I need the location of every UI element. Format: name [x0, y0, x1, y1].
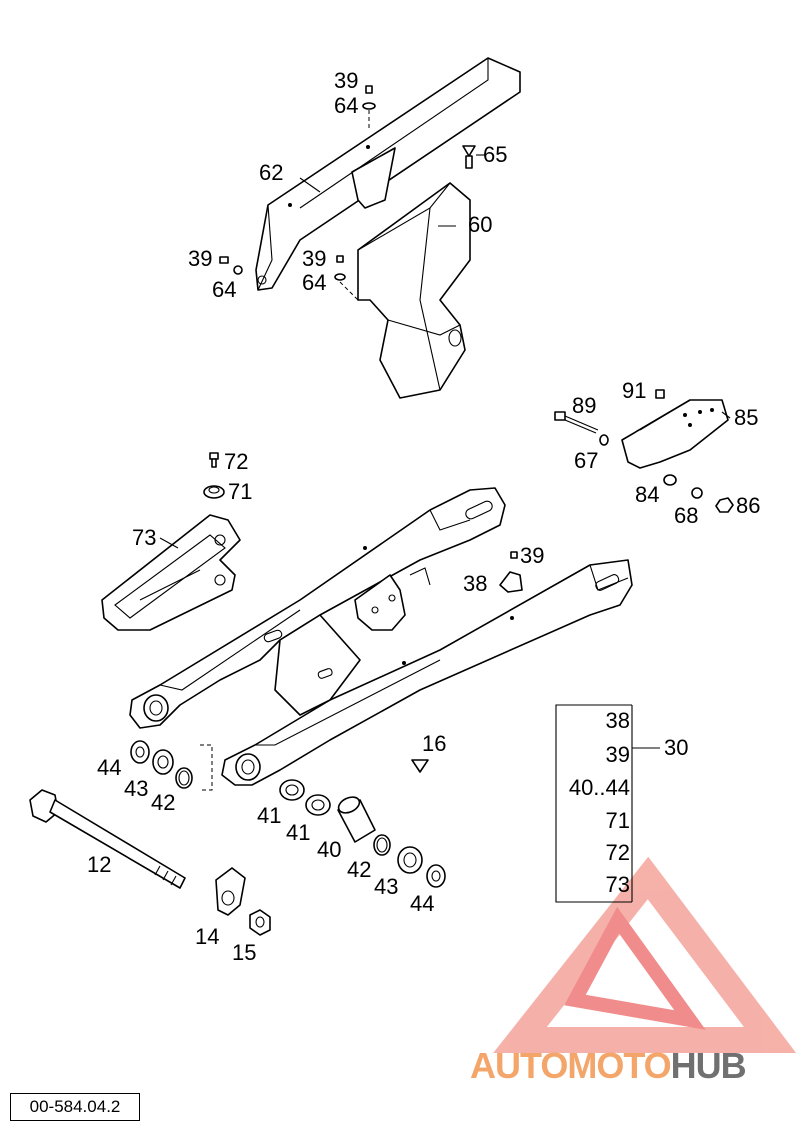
kit-list: 30 38 39 40..44 71 72 73: [569, 708, 689, 897]
label-38: 38: [463, 571, 487, 596]
washer-part-67: [599, 434, 609, 446]
label-39-left: 39: [188, 246, 212, 271]
screw-part-39-top: [362, 85, 376, 130]
label-64-top: 64: [334, 93, 358, 118]
label-60: 60: [468, 212, 492, 237]
watermark-hub: HUB: [671, 1045, 746, 1086]
watermark-automoto: AUTOMOTO: [470, 1045, 671, 1086]
cap-part-71: [203, 485, 225, 499]
label-14: 14: [195, 924, 219, 949]
kit-item-71: 71: [606, 808, 630, 833]
diagram-reference-code: 00-584.04.2: [10, 1093, 140, 1121]
washer-part-84: [663, 474, 677, 486]
label-12: 12: [87, 852, 111, 877]
seal-part-44-right: [426, 864, 446, 888]
label-86: 86: [736, 493, 760, 518]
label-39-top: 39: [334, 68, 358, 93]
chain-guide-part-85: [621, 399, 729, 469]
part-labels: 39 64 65 62 60 39 64 39 64 91 89 85 67 8…: [87, 68, 760, 965]
label-72: 72: [224, 449, 248, 474]
label-42-left: 42: [151, 790, 175, 815]
label-41-b: 41: [286, 820, 310, 845]
label-43-right: 43: [374, 874, 398, 899]
bearing-part-43-right: [397, 846, 423, 874]
watermark-logo: [493, 856, 797, 1053]
bearing-part-41-a: [279, 779, 305, 801]
kit-item-38: 38: [606, 708, 630, 733]
bearing-part-41-b: [305, 794, 331, 816]
kit-label-30: 30: [664, 735, 688, 760]
label-84: 84: [635, 482, 659, 507]
washer-part-68: [691, 487, 703, 499]
pivot-bolt-part-12: [29, 789, 186, 889]
nut-part-15: [249, 909, 271, 936]
kit-item-40-44: 40..44: [569, 775, 630, 800]
kit-item-72: 72: [606, 840, 630, 865]
cap-part-16: [411, 759, 429, 773]
label-85: 85: [734, 405, 758, 430]
screw-part-91: [655, 389, 665, 399]
svg-text:AUTOMOTOHUB: AUTOMOTOHUB: [470, 1045, 746, 1086]
kit-bracket: [555, 704, 660, 903]
label-44-left: 44: [97, 755, 121, 780]
label-41-a: 41: [257, 803, 281, 828]
watermark-text: AUTOMOTOHUB: [470, 1045, 747, 1086]
label-65: 65: [483, 142, 507, 167]
seal-part-44-left: [130, 740, 150, 764]
label-43-left: 43: [124, 776, 148, 801]
screw-part-39-left: [219, 256, 243, 275]
label-42-right: 42: [347, 857, 371, 882]
bracket-part-38: [499, 551, 523, 593]
label-67: 67: [574, 448, 598, 473]
chain-slider-part-73: [101, 514, 241, 631]
label-89: 89: [572, 393, 596, 418]
leader-lines: [159, 154, 731, 549]
chain-guard-part-62: [255, 57, 521, 291]
label-64-left: 64: [212, 277, 236, 302]
chain-slider-guard-part-60: [357, 182, 471, 399]
label-64-mid: 64: [302, 270, 326, 295]
label-16: 16: [422, 731, 446, 756]
label-91: 91: [622, 378, 646, 403]
label-39-bracket: 39: [520, 543, 544, 568]
label-68: 68: [674, 503, 698, 528]
label-71: 71: [228, 479, 252, 504]
bolt-part-89: [554, 411, 599, 434]
kit-item-73: 73: [606, 872, 630, 897]
label-15: 15: [232, 940, 256, 965]
bearing-part-43-left: [152, 749, 174, 775]
label-44-right: 44: [410, 891, 434, 916]
screw-part-39-mid: [334, 255, 359, 301]
label-73: 73: [132, 525, 156, 550]
spacer-sleeve-part-40: [337, 796, 376, 843]
kit-item-39: 39: [606, 742, 630, 767]
swingarm-part-30: [129, 487, 633, 786]
label-39-mid: 39: [302, 246, 326, 271]
label-40: 40: [317, 837, 341, 862]
screw-part-72: [209, 452, 219, 468]
nut-part-86: [715, 497, 734, 513]
washer-part-42-right: [373, 834, 391, 856]
washer-part-42-left: [175, 767, 193, 789]
label-62: 62: [259, 160, 283, 185]
chain-adjuster-plate-part-14: [215, 867, 246, 916]
rivet-part-65: [462, 145, 476, 169]
